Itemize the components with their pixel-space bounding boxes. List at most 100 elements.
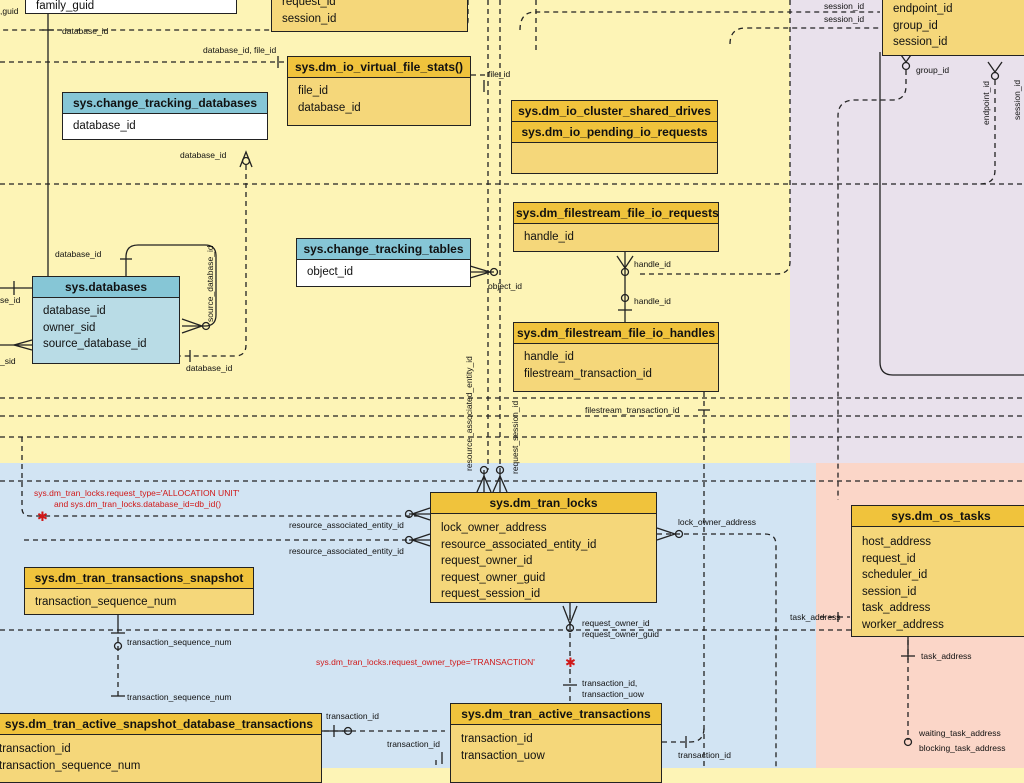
- field-transaction-id: transaction_id: [461, 733, 533, 745]
- table-title: sys.dm_tran_transactions_snapshot: [25, 568, 253, 589]
- table-title: sys.dm_tran_locks: [431, 493, 656, 514]
- note-allocation-unit: sys.dm_tran_locks.request_type='ALLOCATI…: [34, 488, 240, 498]
- table-top-session: request_id session_id: [271, 0, 468, 32]
- field-transaction-sequence-num: transaction_sequence_num: [0, 759, 141, 772]
- label-database-id: database_id: [186, 363, 233, 373]
- field-source-database-id: source_database_id: [43, 338, 147, 350]
- field-database-id: database_id: [298, 101, 361, 114]
- label-request-session-id-vertical: request_session_id: [510, 400, 520, 474]
- label-source-database-id: source_database_id: [205, 245, 215, 322]
- label-sid: _sid: [0, 356, 16, 366]
- field-group-id: group_id: [893, 19, 938, 32]
- table-title: sys.databases: [33, 277, 179, 298]
- label-request-owner-guid: request_owner_guid: [582, 629, 660, 639]
- field-worker-address: worker_address: [862, 618, 944, 631]
- label-database-id: database_id: [55, 249, 102, 259]
- label-resource-associated-entity-id: resource_associated_entity_id: [289, 546, 404, 556]
- field-family-guid: family_guid: [36, 0, 95, 12]
- field-session-id: session_id: [893, 36, 948, 48]
- label-session-id-vertical: session_id: [1012, 79, 1022, 120]
- field-owner-sid: owner_sid: [43, 321, 96, 334]
- table-dm-io-cluster-shared-drives: sys.dm_io_cluster_shared_drives sys.dm_i…: [511, 100, 718, 174]
- label-object-id: object_id: [488, 281, 523, 291]
- label-request-owner-id: request_owner_id: [582, 618, 650, 628]
- label-blocking-task-address: blocking_task_address: [919, 743, 1006, 753]
- table-databases: sys.databases database_id owner_sid sour…: [32, 276, 180, 364]
- field-session-id: session_id: [282, 12, 337, 25]
- table-dm-tran-active-snapshot-database-transactions: sys.dm_tran_active_snapshot_database_tra…: [0, 713, 322, 783]
- field-endpoint-id: endpoint_id: [893, 3, 953, 15]
- note-transaction-owner-type: sys.dm_tran_locks.request_owner_type='TR…: [316, 657, 535, 667]
- label-database-id: database_id: [62, 26, 109, 36]
- label-transaction-id: transaction_id: [678, 750, 731, 760]
- label-file-id: file_id: [488, 69, 511, 79]
- table-top-right: endpoint_id group_id session_id: [882, 0, 1024, 56]
- label-transaction-uow: transaction_uow: [582, 689, 644, 699]
- table-title: sys.dm_filestream_file_io_handles: [514, 323, 718, 344]
- table-dm-os-tasks: sys.dm_os_tasks host_address request_id …: [851, 505, 1024, 637]
- label-database-id: database_id: [180, 150, 227, 160]
- label-filestream-transaction-id: filestream_transaction_id: [585, 405, 680, 415]
- label-transaction-sequence-num: transaction_sequence_num: [127, 692, 232, 702]
- label-session-id: session_id: [824, 14, 865, 24]
- table-dm-tran-active-transactions: sys.dm_tran_active_transactions transact…: [450, 703, 662, 783]
- field-request-session-id: request_session_id: [441, 588, 541, 600]
- label-session-id: session_id: [824, 1, 865, 11]
- table-title: sys.dm_tran_active_transactions: [451, 704, 661, 725]
- field-transaction-sequence-num: transaction_sequence_num: [35, 596, 177, 608]
- field-object-id: object_id: [307, 266, 354, 278]
- star-icon: ✱: [37, 509, 48, 524]
- label-endpoint-id: endpoint_id: [981, 81, 991, 125]
- field-host-address: host_address: [862, 536, 932, 548]
- table-title: sys.change_tracking_databases: [63, 93, 267, 114]
- label-transaction-id: transaction_id: [387, 739, 440, 749]
- star-icon: ✱: [565, 655, 576, 670]
- table-title: sys.dm_io_virtual_file_stats(): [288, 57, 470, 78]
- label-waiting-task-address: waiting_task_address: [919, 728, 1001, 738]
- field-transaction-id: transaction_id: [0, 743, 71, 755]
- field-filestream-transaction-id: filestream_transaction_id: [524, 367, 652, 380]
- label-transaction-sequence-num: transaction_sequence_num: [127, 637, 232, 647]
- label-group-id: group_id: [916, 65, 950, 75]
- field-handle-id: handle_id: [524, 231, 574, 243]
- label-database-id-file-id: database_id, file_id: [203, 45, 277, 55]
- table-dm-tran-locks: sys.dm_tran_locks lock_owner_address res…: [430, 492, 657, 603]
- table-title: sys.dm_os_tasks: [852, 506, 1024, 527]
- label-lock-owner-address: lock_owner_address: [678, 517, 756, 527]
- label-handle-id: handle_id: [634, 259, 671, 269]
- lavender-region: [790, 0, 1024, 463]
- label-task-address: task_address: [790, 612, 841, 622]
- table-title: sys.dm_tran_active_snapshot_database_tra…: [0, 714, 321, 735]
- field-transaction-uow: transaction_uow: [461, 749, 545, 762]
- label-resource-associated-entity-id: resource_associated_entity_id: [289, 520, 404, 530]
- field-lock-owner-address: lock_owner_address: [441, 522, 547, 534]
- field-request-id: request_id: [282, 0, 336, 8]
- label-task-address: task_address: [921, 651, 972, 661]
- field-request-owner-guid: request_owner_guid: [441, 571, 546, 584]
- table-title: sys.dm_filestream_file_io_requests: [514, 203, 719, 224]
- table-family-guid: family_guid: [25, 0, 237, 14]
- field-handle-id: handle_id: [524, 351, 574, 363]
- field-database-id: database_id: [73, 120, 136, 132]
- field-request-owner-id: request_owner_id: [441, 555, 533, 567]
- field-task-address: task_address: [862, 602, 931, 614]
- label-handle-id: handle_id: [634, 296, 671, 306]
- table-dm-io-virtual-file-stats: sys.dm_io_virtual_file_stats() file_id d…: [287, 56, 471, 126]
- table-dm-tran-transactions-snapshot: sys.dm_tran_transactions_snapshot transa…: [24, 567, 254, 615]
- label-resource-associated-entity-id-vertical: resource_associated_entity_id: [464, 356, 474, 471]
- label-transaction-id: transaction_id,: [582, 678, 638, 688]
- table-title-pending-io: sys.dm_io_pending_io_requests: [512, 122, 717, 143]
- field-scheduler-id: scheduler_id: [862, 569, 928, 581]
- table-title: sys.change_tracking_tables: [297, 239, 470, 260]
- field-file-id: file_id: [298, 85, 329, 97]
- field-session-id: session_id: [862, 585, 917, 598]
- label-guid: ,guid: [0, 6, 19, 16]
- field-request-id: request_id: [862, 552, 916, 565]
- label-se-id: se_id: [0, 295, 21, 305]
- table-dm-filestream-file-io-requests: sys.dm_filestream_file_io_requests handl…: [513, 202, 719, 252]
- field-database-id: database_id: [43, 305, 106, 317]
- field-resource-associated-entity-id: resource_associated_entity_id: [441, 538, 597, 551]
- label-transaction-id: transaction_id: [326, 711, 379, 721]
- table-dm-filestream-file-io-handles: sys.dm_filestream_file_io_handles handle…: [513, 322, 719, 392]
- table-title: sys.dm_io_cluster_shared_drives: [512, 101, 717, 122]
